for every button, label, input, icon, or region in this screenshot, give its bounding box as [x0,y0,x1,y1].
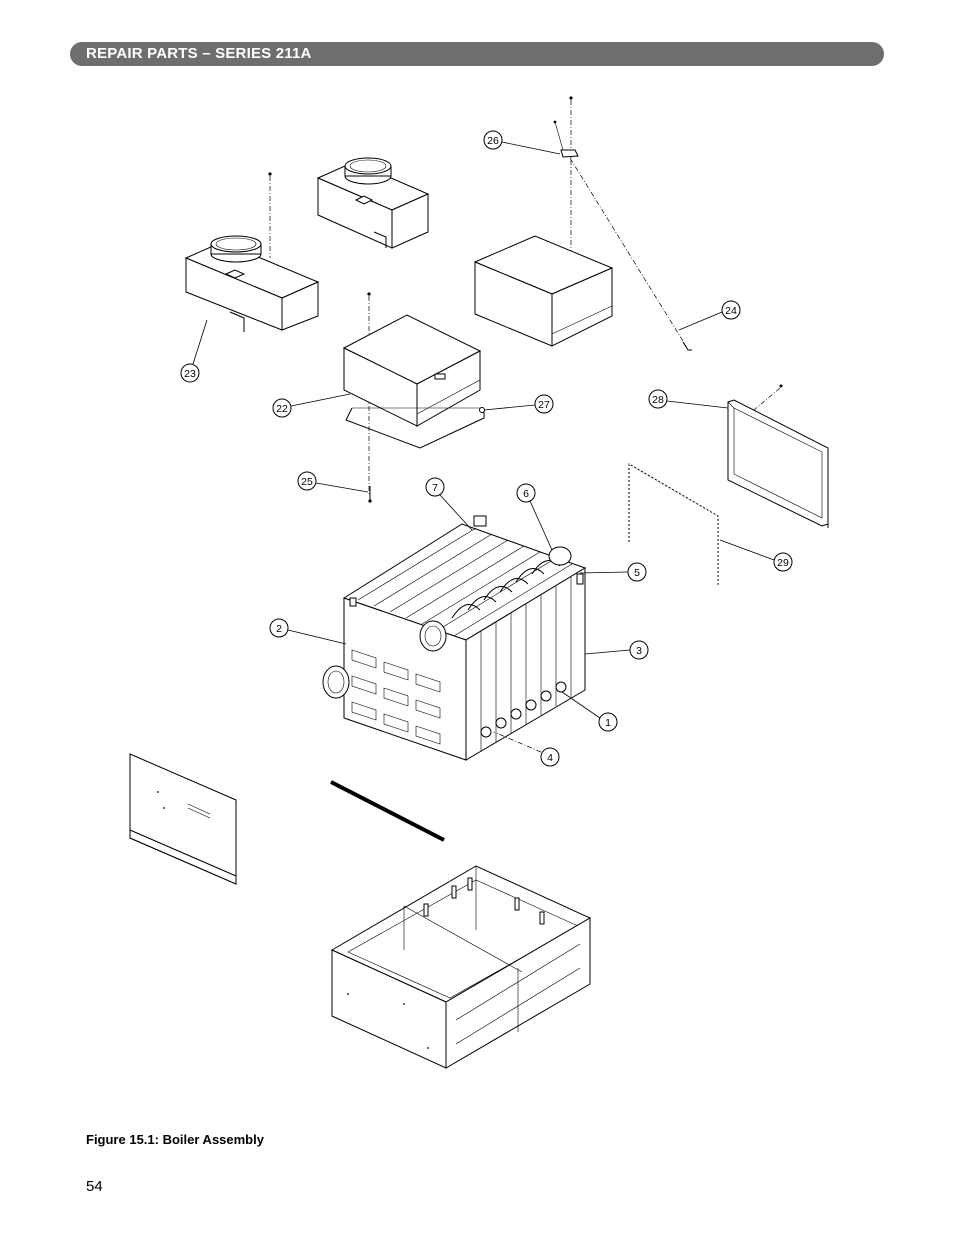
boiler-block [322,515,587,761]
pin [368,486,372,503]
svg-text:2: 2 [276,623,282,635]
callout-4: 4 [493,731,560,767]
wire-bracket [345,407,485,449]
callout-1: 1 [561,691,618,732]
flue-collector-hood-back [316,157,430,249]
header-bar: REPAIR PARTS – SERIES 211A [70,42,884,66]
svg-text:3: 3 [636,645,642,657]
svg-text:22: 22 [276,403,288,415]
draft-hood-cover [342,292,482,494]
svg-text:29: 29 [777,557,789,569]
svg-text:27: 27 [538,399,550,411]
callout-25: 25 [297,471,369,493]
callout-2: 2 [269,618,347,645]
callout-29: 29 [719,539,793,572]
callout-26: 26 [483,130,561,155]
jacket-front-panel [129,753,237,885]
callout-24: 24 [678,300,741,331]
svg-text:1: 1 [605,717,611,729]
svg-text:4: 4 [547,752,553,764]
svg-text:6: 6 [523,488,529,500]
support-rod [569,157,692,351]
rope-gasket [628,463,719,586]
svg-text:7: 7 [432,482,438,494]
callout-3: 3 [584,640,649,660]
page-number: 54 [86,1178,103,1195]
callout-27: 27 [483,394,554,414]
svg-text:23: 23 [184,368,196,380]
callout-5: 5 [579,562,647,582]
svg-text:26: 26 [487,135,499,147]
callout-22: 22 [272,393,351,418]
flue-collector-hood-front [184,172,320,332]
callout-7: 7 [425,477,473,531]
callout-28: 28 [648,389,729,409]
svg-text:28: 28 [652,394,664,406]
callout-6: 6 [516,483,553,551]
canopy-top-plate [473,96,614,347]
svg-text:5: 5 [634,567,640,579]
svg-text:24: 24 [725,305,737,317]
svg-text:25: 25 [301,476,313,488]
diagonal-bar [330,780,445,842]
figure-caption: Figure 15.1: Boiler Assembly [86,1132,264,1147]
jacket-panel [727,384,829,528]
page-title: REPAIR PARTS – SERIES 211A [86,45,312,62]
base-assembly [330,865,592,1069]
callout-23: 23 [180,319,208,383]
